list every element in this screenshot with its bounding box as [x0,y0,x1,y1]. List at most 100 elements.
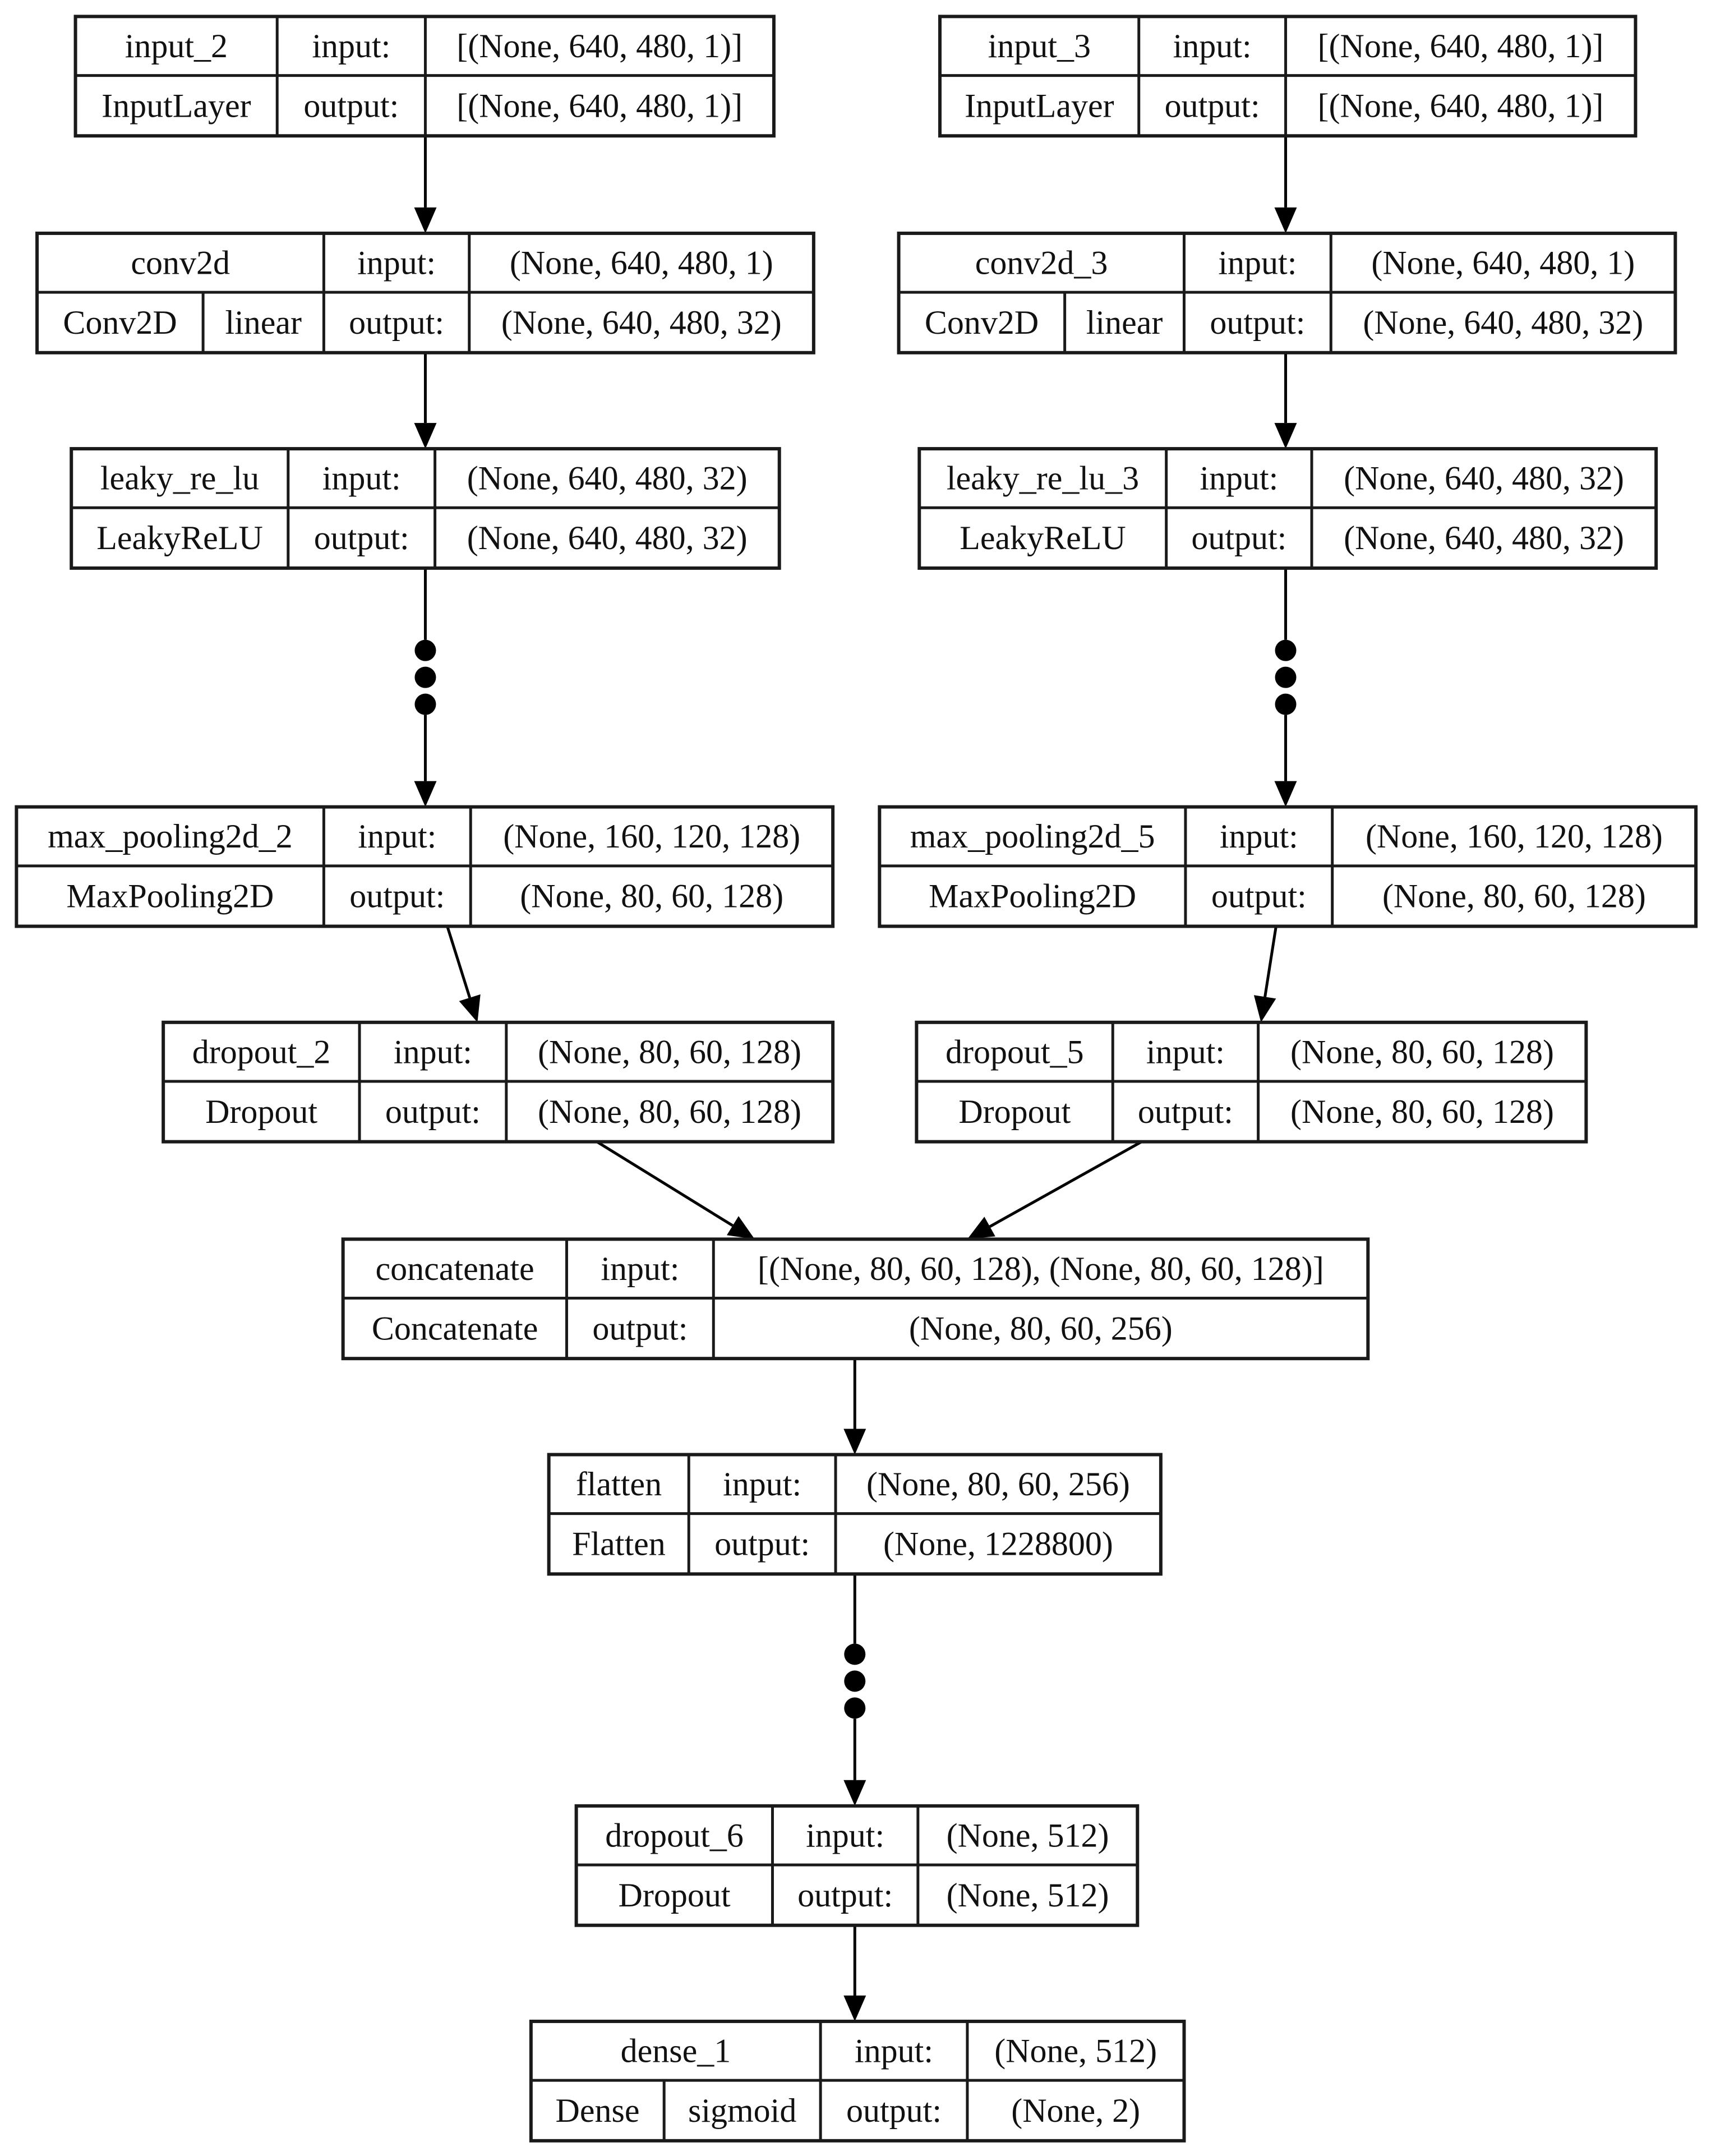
layer-node-leaky_re_lu_3: leaky_re_lu_3LeakyReLUinput:output:(None… [917,447,1658,570]
layer-name: max_pooling2d_2 [48,818,293,855]
input-label: input: [806,1817,884,1854]
input-label: input: [1220,818,1298,855]
arrowhead [1274,423,1297,449]
ellipsis-dot [844,1670,866,1692]
layer-activation: linear [225,304,302,341]
output-label: output: [314,519,409,556]
output-shape: (None, 640, 480, 32) [1344,519,1624,556]
layer-class: Dropout [205,1093,317,1130]
ellipsis-dot [414,693,436,715]
edge-line [446,925,472,998]
edge-input_2-to-conv2d [414,136,437,233]
layer-class: Flatten [572,1526,666,1563]
output-shape: [(None, 640, 480, 1)] [1318,87,1604,124]
output-label: output: [1191,519,1286,556]
output-label: output: [349,304,444,341]
arrowhead [1274,781,1297,807]
edge-dropout_6-to-dense_1 [843,1925,866,2021]
ellipsis-dot [1275,639,1297,661]
layer-name: flatten [576,1466,662,1503]
input-label: input: [855,2033,933,2070]
input-shape: (None, 512) [947,1817,1109,1854]
input-label: input: [601,1250,679,1287]
edge-conv2d-to-leaky_re_lu [414,352,437,449]
output-label: output: [592,1310,688,1347]
output-label: output: [1210,304,1305,341]
layer-name: dense_1 [621,2033,731,2070]
input-label: input: [394,1033,472,1070]
layer-name: dropout_2 [192,1033,331,1070]
edge-input_3-to-conv2d_3 [1274,136,1297,233]
layer-name: leaky_re_lu_3 [947,460,1139,497]
edge-max_pooling2d_5-to-dropout_5 [1253,926,1278,1022]
layer-node-max_pooling2d_2: max_pooling2d_2MaxPooling2Dinput:output:… [15,805,835,928]
input-shape: (None, 512) [994,2033,1157,2070]
ellipsis-dot [414,639,436,661]
edge-dropout_5-to-concatenate [967,1140,1142,1240]
output-shape: (None, 80, 60, 128) [1290,1093,1554,1130]
output-label: output: [1138,1093,1233,1130]
layer-class: Concatenate [372,1310,538,1347]
ellipsis-dot [844,1643,866,1665]
arrowhead [414,423,437,449]
input-shape: (None, 640, 480, 32) [467,460,748,497]
output-shape: (None, 640, 480, 32) [467,519,748,556]
input-shape: (None, 80, 60, 256) [866,1466,1130,1503]
input-label: input: [1146,1033,1225,1070]
layer-class: MaxPooling2D [66,878,274,915]
layer-class: LeakyReLU [960,519,1126,556]
layer-name: input_2 [125,27,228,65]
layer-node-max_pooling2d_5: max_pooling2d_5MaxPooling2Dinput:output:… [878,805,1698,928]
output-label: output: [1211,878,1307,915]
layer-class: Dropout [619,1877,731,1914]
layer-activation: linear [1086,304,1163,341]
input-shape: (None, 640, 480, 32) [1344,460,1624,497]
input-shape: (None, 640, 480, 1) [1371,245,1635,282]
output-label: output: [797,1877,893,1914]
output-label: output: [385,1093,481,1130]
output-shape: (None, 80, 60, 128) [538,1093,801,1130]
ellipsis-dot [1275,666,1297,688]
input-label: input: [322,460,401,497]
layer-class: InputLayer [102,87,251,124]
output-shape: (None, 80, 60, 128) [1382,878,1646,915]
layer-name: conv2d [131,245,230,282]
layer-node-concatenate: concatenateConcatenateinput:output:[(Non… [341,1237,1370,1361]
layer-name: max_pooling2d_5 [910,818,1155,855]
output-shape: (None, 640, 480, 32) [1363,304,1643,341]
output-shape: (None, 640, 480, 32) [501,304,782,341]
layer-class: InputLayer [965,87,1114,124]
output-label: output: [714,1526,810,1563]
input-label: input: [1173,27,1252,65]
edge-line [1263,926,1278,997]
output-label: output: [846,2092,942,2129]
input-label: input: [1218,245,1297,282]
arrowhead [1274,207,1297,233]
input-shape: (None, 80, 60, 128) [538,1033,801,1070]
arrowhead [843,1780,866,1806]
arrowhead [727,1216,755,1240]
arrowhead [414,781,437,807]
input-label: input: [723,1466,801,1503]
output-shape: (None, 1228800) [883,1526,1113,1563]
input-shape: (None, 80, 60, 128) [1290,1033,1554,1070]
layer-class: Dense [556,2092,640,2129]
input-shape: [(None, 640, 480, 1)] [456,27,742,65]
arrowhead [459,994,481,1022]
input-label: input: [312,27,390,65]
input-shape: [(None, 640, 480, 1)] [1318,27,1604,65]
arrowhead [1253,995,1276,1022]
input-shape: (None, 640, 480, 1) [510,245,773,282]
layer-class: LeakyReLU [96,519,263,556]
arrowhead [843,1995,866,2021]
ellipsis-dot [844,1697,866,1719]
